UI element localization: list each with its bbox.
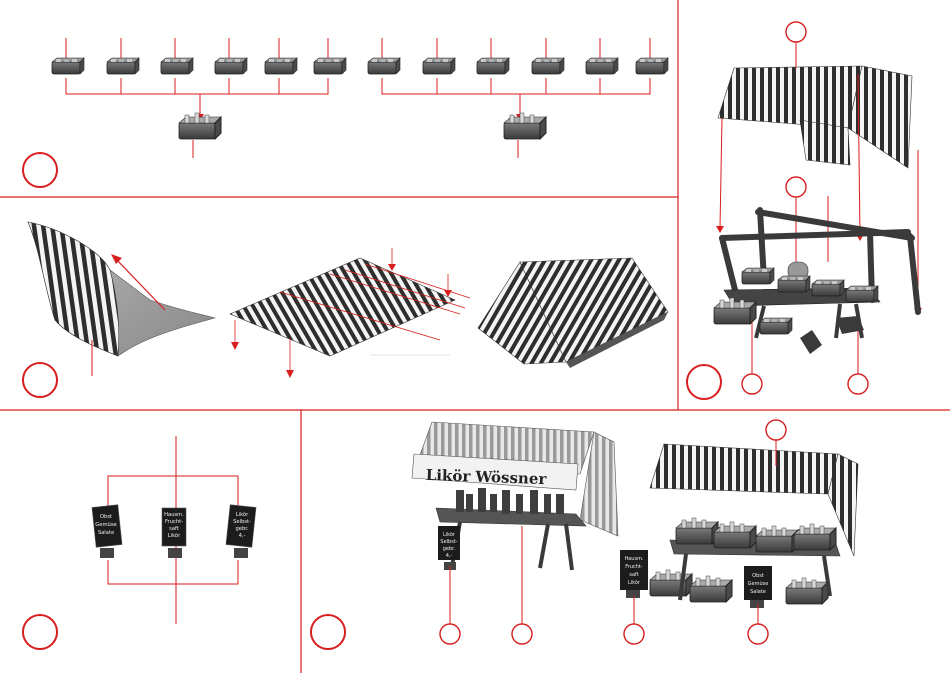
stall-sign-right-line-1: Obst [752, 573, 764, 579]
crate-icon [846, 286, 878, 302]
sign-c-line-1: Likör [236, 512, 249, 518]
stall-banner: Likör Wössner [425, 466, 547, 488]
crate-icon [265, 58, 297, 74]
step-marker [687, 365, 721, 399]
step-4-chalkboard-signs: Obst Gemüse Salate Hausm. Frucht- saft L… [92, 436, 256, 624]
stall-sign-mid-line-3: saft [629, 572, 638, 578]
crate-icon [690, 576, 732, 602]
callout-marker [766, 420, 786, 440]
stall-sign-left-line-4: 4,- [446, 553, 453, 559]
sign-b-line-1: Hausm. [164, 512, 184, 518]
callout-marker [748, 624, 768, 644]
crate-icon [423, 58, 455, 74]
callout-marker [624, 624, 644, 644]
callout-marker [440, 624, 460, 644]
crate-icon [794, 524, 836, 550]
stall-sign-right-line-2: Gemüse [748, 581, 769, 587]
crate-icon [586, 58, 618, 74]
crate-icon [760, 318, 792, 334]
stall-sign-left-line-2: Selbst- [440, 539, 457, 545]
crate-icon [714, 522, 756, 548]
crate-icon [368, 58, 400, 74]
step-5-finished-stalls: Likör Wössner [412, 422, 858, 624]
sign-a-line-1: Obst [100, 514, 112, 520]
step-marker [311, 615, 345, 649]
crate-icon [650, 570, 692, 596]
stall-sign-left-line-3: gebr. [443, 546, 456, 552]
crate-icon [161, 58, 193, 74]
sign-c-line-2: Selbst- [233, 519, 251, 525]
crate-stack-icon [179, 113, 221, 139]
stall-sign-right-line-3: Salate [750, 589, 766, 595]
crate-icon [812, 280, 844, 296]
crate-icon [786, 578, 828, 604]
crate-icon [52, 58, 84, 74]
crate-icon [778, 276, 810, 292]
crate-icon [714, 298, 756, 324]
crate-icon [107, 58, 139, 74]
step-3-stall-assembly [714, 42, 922, 376]
crate-stack-icon [504, 113, 546, 139]
stall-sign-mid-line-1: Hausm. [624, 556, 643, 562]
crate-icon [636, 58, 668, 74]
stall-sign-left-line-1: Likör [443, 532, 456, 538]
callout-marker [742, 374, 762, 394]
callout-marker [512, 624, 532, 644]
step-marker [23, 153, 57, 187]
crate-icon [676, 518, 718, 544]
sign-b-line-3: saft [169, 526, 179, 532]
step-1-crate-assembly [52, 38, 668, 158]
callout-marker [848, 374, 868, 394]
sign-c-line-4: 4,- [239, 533, 246, 539]
step-markers [23, 153, 721, 649]
crate-icon [756, 526, 798, 552]
step-2-awning-folding [28, 222, 668, 378]
sign-c-line-3: gebr. [235, 526, 248, 532]
crate-icon [215, 58, 247, 74]
sign-a-line-2: Gemüse [95, 522, 116, 528]
crate-icon [532, 58, 564, 74]
sign-b-line-2: Frucht- [165, 519, 183, 525]
crate-icon [742, 268, 774, 284]
stall-sign-mid-line-2: Frucht- [625, 564, 643, 570]
sign-a-line-3: Salate [98, 530, 114, 536]
crate-icon [314, 58, 346, 74]
crate-icon [477, 58, 509, 74]
stall-sign-mid-line-4: Likör [628, 580, 641, 586]
callout-marker [786, 22, 806, 42]
callout-marker [786, 177, 806, 197]
step-marker [23, 363, 57, 397]
sign-b-line-4: Likör [168, 533, 181, 539]
step-marker [23, 615, 57, 649]
